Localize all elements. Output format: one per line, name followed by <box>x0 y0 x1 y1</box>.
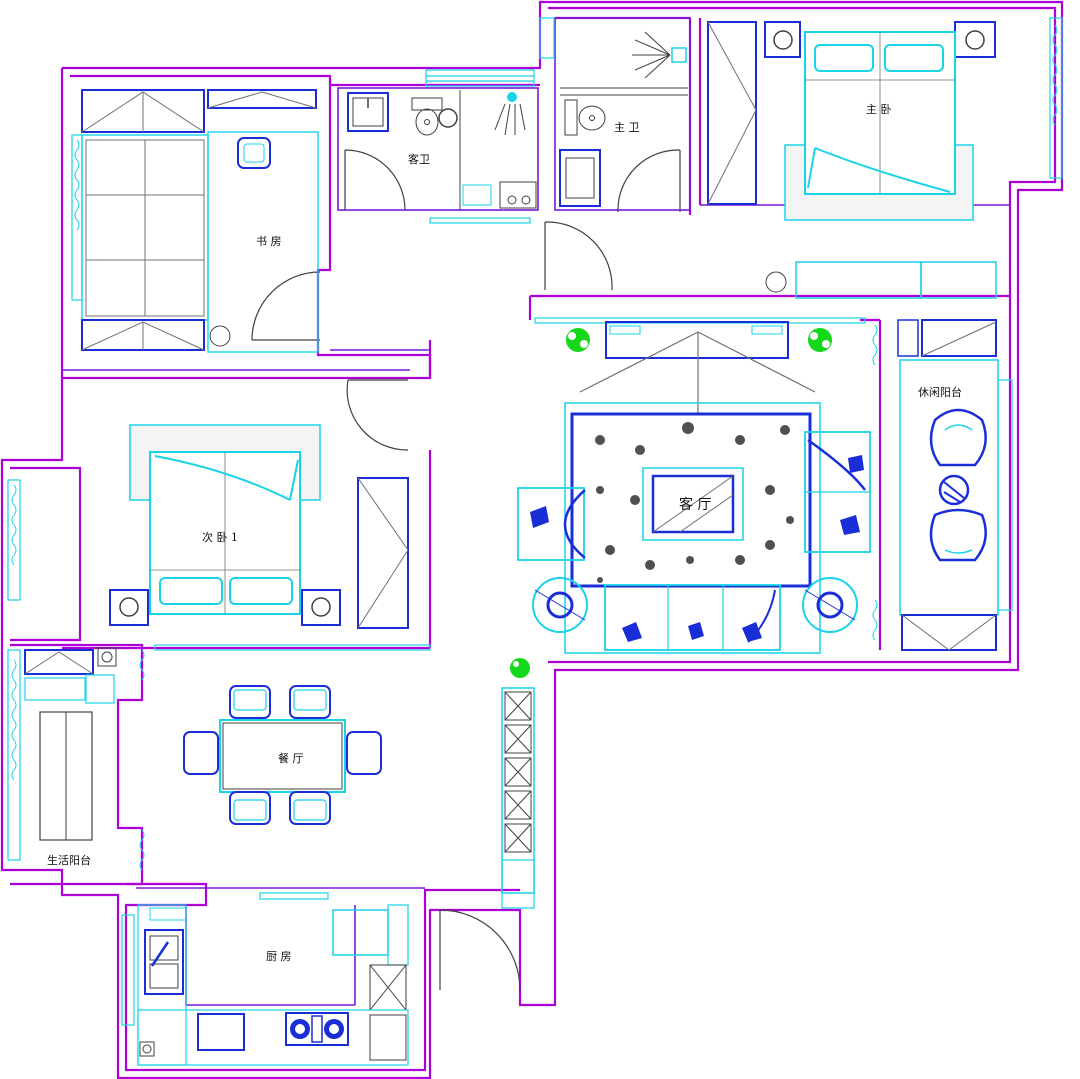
sofa-icon <box>604 584 781 651</box>
room-label-kitchen: 厨 房 <box>266 950 292 963</box>
sofa-icon <box>804 431 871 553</box>
living-room-furniture <box>510 321 871 678</box>
plant-icon <box>808 328 832 352</box>
room-labels: 书 房 客卫 主 卫 主 卧 客 厅 休闲阳台 次 卧 1 餐 厅 生活阳台 厨… <box>47 103 962 963</box>
sink-icon <box>347 92 389 132</box>
toilet-icon <box>411 97 443 136</box>
room-label-utility-balcony: 生活阳台 <box>47 853 91 867</box>
bed-icon <box>149 451 301 615</box>
guest-bath-door <box>344 149 406 211</box>
sofa-icon <box>517 487 586 561</box>
study-door <box>251 271 321 341</box>
master-bath-door <box>617 149 681 213</box>
room-label-leisure-balcony: 休闲阳台 <box>918 385 962 399</box>
master-bath-fixtures <box>559 31 688 207</box>
window-curtains <box>11 24 1058 871</box>
shower-icon <box>494 92 526 136</box>
second-bedroom-furniture <box>109 424 409 629</box>
room-label-living-room: 客 厅 <box>679 496 711 513</box>
shower-icon <box>632 31 687 79</box>
toilet-icon <box>564 99 606 136</box>
plant-icon <box>566 328 590 352</box>
stove-icon <box>285 1012 349 1046</box>
room-label-master-bedroom: 主 卧 <box>866 103 892 116</box>
sink-icon <box>144 929 184 995</box>
bedroom2-door <box>346 379 409 451</box>
leisure-balcony-furniture <box>897 319 999 651</box>
room-label-second-bedroom: 次 卧 1 <box>202 530 238 544</box>
chair-icon <box>183 685 382 825</box>
hall-door <box>544 221 613 291</box>
bed-icon <box>804 31 956 195</box>
room-label-dining-room: 餐 厅 <box>278 751 304 765</box>
wardrobe-icon <box>357 477 409 629</box>
kitchen-furniture <box>137 904 409 1066</box>
wardrobe-icon <box>707 21 757 205</box>
sink-icon <box>559 149 601 207</box>
plant-icon <box>510 658 530 678</box>
chair-icon <box>237 137 271 169</box>
master-bedroom-furniture <box>707 21 997 299</box>
utility-balcony-furniture <box>24 647 117 841</box>
room-label-guest-bath: 客卫 <box>408 152 430 166</box>
chair-icon <box>929 408 987 467</box>
entry-cabinets <box>501 687 535 909</box>
dining-furniture <box>183 685 382 825</box>
guest-bath-fixtures <box>347 90 537 210</box>
room-label-master-bath: 主 卫 <box>614 121 640 134</box>
doors <box>251 149 681 991</box>
room-label-study: 书 房 <box>256 235 282 248</box>
study-furniture <box>81 89 319 353</box>
chair-icon <box>929 508 987 562</box>
entry-door <box>439 909 521 991</box>
